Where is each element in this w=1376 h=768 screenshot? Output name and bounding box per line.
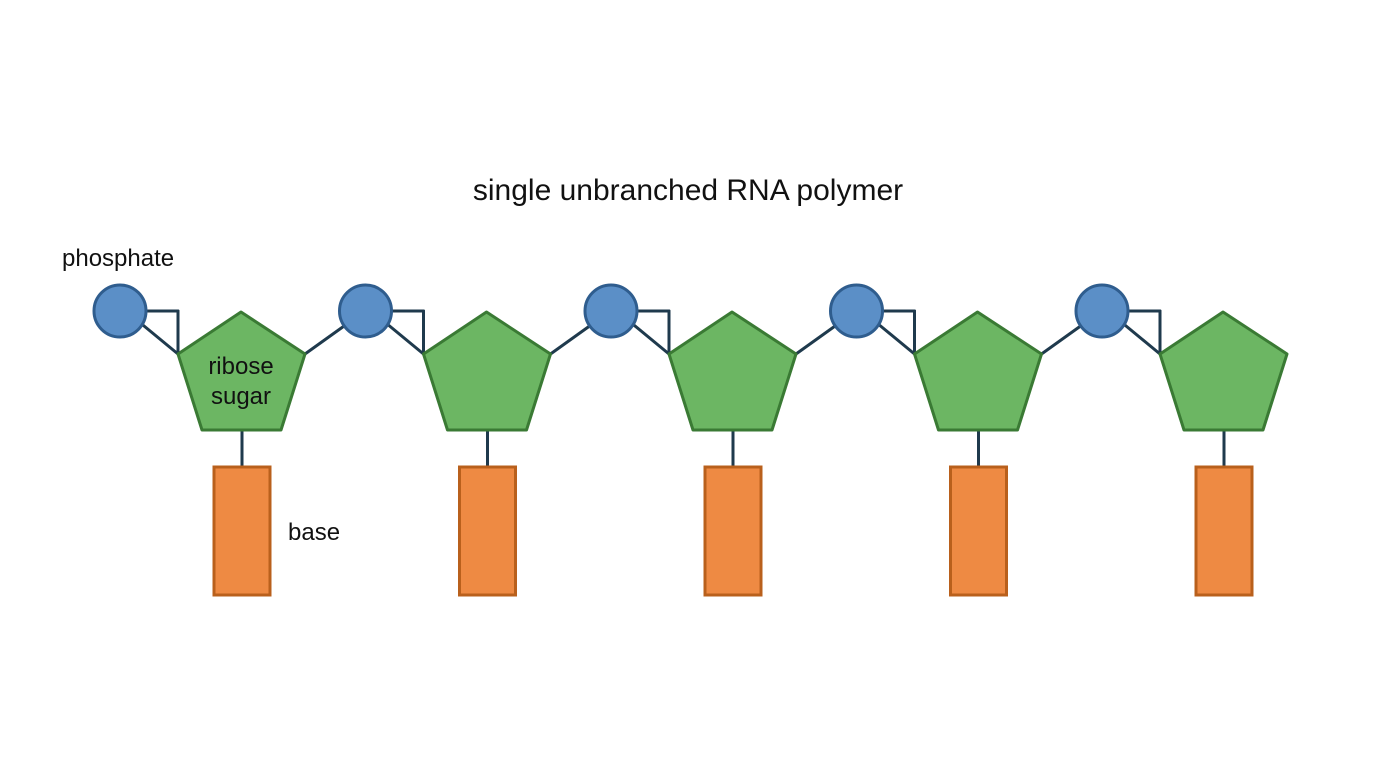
nucleobase [703,465,763,597]
phosphate-group [829,283,884,339]
nucleobase [1194,465,1254,597]
ribose-sugar [176,310,307,432]
base-label: base [288,519,340,546]
phosphate-sugar-bond [382,319,425,356]
backbone-bond [303,323,347,356]
backbone-bond [1040,323,1084,356]
phosphate-sugar-bond [627,319,671,356]
phosphate-sugar-bond [136,319,180,356]
nucleobase [212,465,272,597]
ribose-sugar [1158,310,1289,432]
phosphate-group [92,283,148,339]
ribose-sugar-label-line2: sugar [211,383,271,410]
backbone-bond [794,323,838,356]
phosphate-group [338,283,393,339]
nucleobase [949,465,1008,597]
nucleobase [458,465,517,597]
phosphate-group [583,283,639,339]
ribose-sugar [422,310,552,432]
phosphate-group [1074,283,1130,339]
diagram-title: single unbranched RNA polymer [473,174,903,207]
backbone-bond [549,323,593,356]
phosphate-sugar-bond [1118,319,1162,356]
ribose-sugar [913,310,1043,432]
phosphate-sugar-bond [873,319,916,356]
ribose-sugar [667,310,798,432]
polymer-chain [92,283,1289,597]
ribose-sugar-label-line1: ribose [208,353,273,380]
phosphate-label: phosphate [62,245,174,272]
